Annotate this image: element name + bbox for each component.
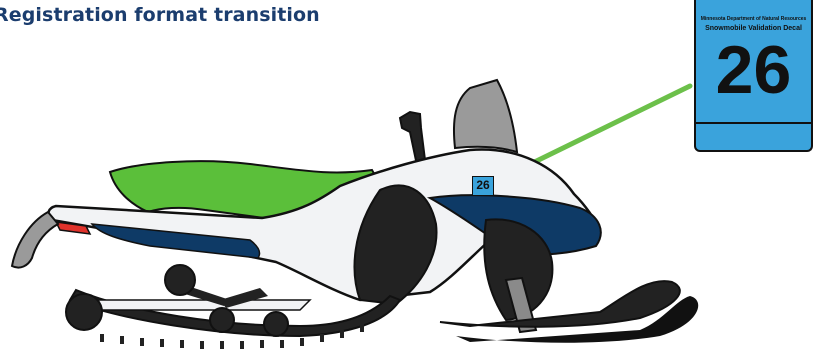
sled-decal: 26 xyxy=(472,176,494,196)
validation-decal: Minnesota Department of Natural Resource… xyxy=(694,0,813,152)
upper-wheel xyxy=(165,265,195,295)
windshield xyxy=(454,80,517,152)
rear-flap xyxy=(12,212,58,268)
rear-suspension-rail xyxy=(90,300,310,310)
rear-idler-wheel xyxy=(66,294,102,330)
front-ski xyxy=(440,281,680,327)
front-wheel xyxy=(264,312,288,336)
decal-number: 26 xyxy=(696,30,811,110)
decal-organization: Minnesota Department of Natural Resource… xyxy=(696,16,811,22)
decal-divider xyxy=(696,122,811,124)
mid-wheel xyxy=(210,308,234,332)
